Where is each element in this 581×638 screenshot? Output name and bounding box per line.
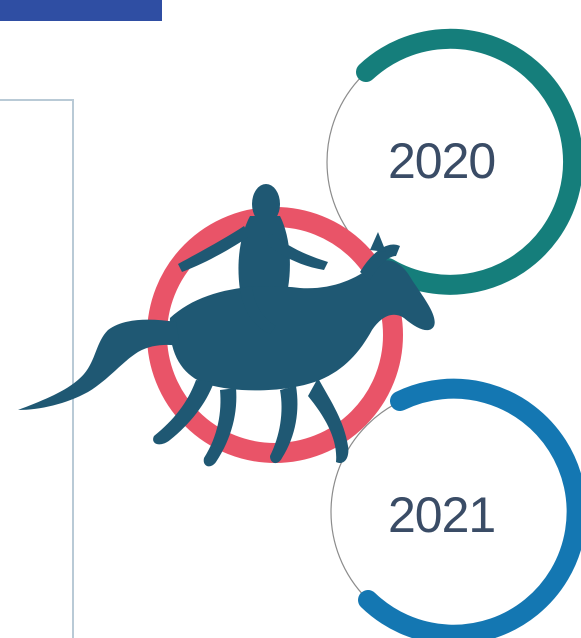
- horse-rider-icon: [18, 184, 435, 467]
- year-label-2021: 2021: [388, 487, 496, 543]
- ring-2021: [330, 378, 581, 638]
- content-frame: [0, 99, 74, 638]
- ring-2020: [326, 28, 581, 295]
- header-bar: [0, 0, 162, 21]
- year-label-2020: 2020: [388, 133, 496, 189]
